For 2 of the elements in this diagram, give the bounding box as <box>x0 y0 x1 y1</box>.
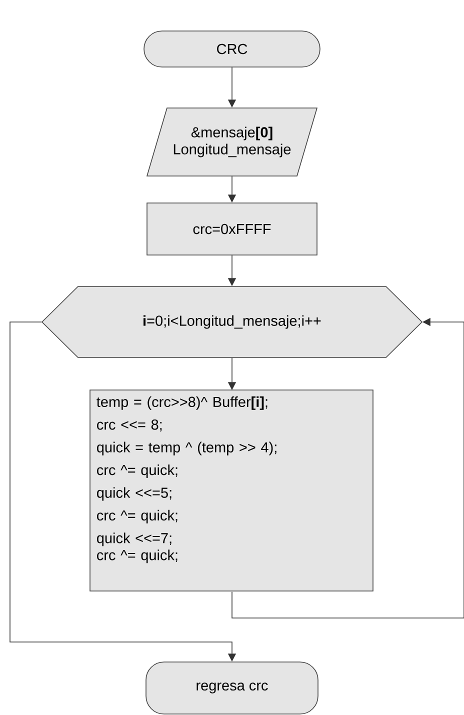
process-box: temp = (crc>>8)^ Buffer[i]; crc <<= 8; quick = temp ^ (temp >> 4); crc ^= quick; quick <<=5; crc ^= quick; quick <<=7; crc ^= quick; <box>90 390 374 592</box>
process-box: crc=0xFFFF <box>146 202 318 256</box>
